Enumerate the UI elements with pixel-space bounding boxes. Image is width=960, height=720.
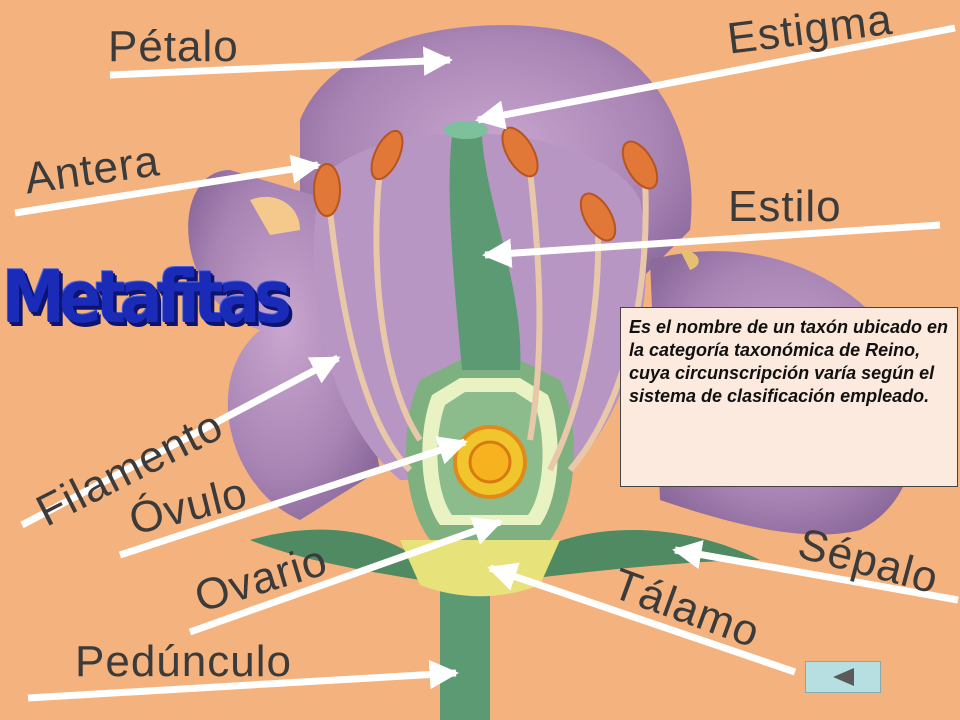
stamens xyxy=(327,169,649,473)
back-button[interactable] xyxy=(805,661,881,693)
definition-box: Es el nombre de un taxón ubicado en la c… xyxy=(620,307,958,487)
title-wordart: Metafitas xyxy=(2,255,292,339)
label-estilo: Estilo xyxy=(728,182,842,231)
left-triangle-icon xyxy=(833,668,854,686)
label-petalo: Pétalo xyxy=(108,22,239,71)
pointer-arrows xyxy=(14,24,959,702)
label-pedunculo: Pedúnculo xyxy=(75,637,292,686)
